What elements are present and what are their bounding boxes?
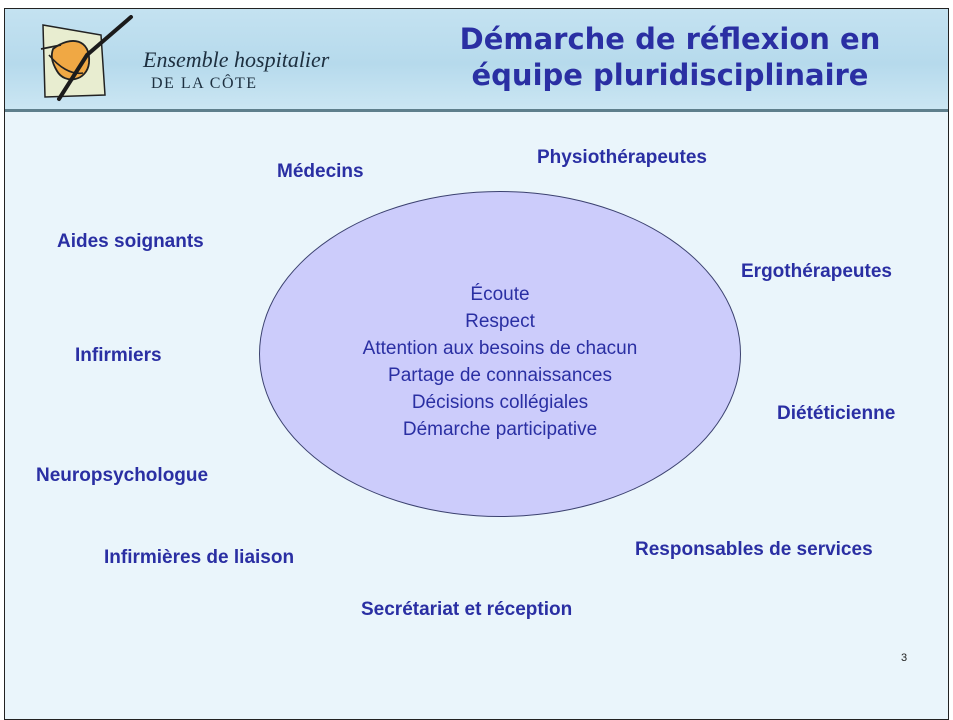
slide: Ensemble hospitalier DE LA CÔTE Démarche… (4, 8, 949, 720)
role-infirmiers: Infirmiers (75, 345, 162, 366)
org-subtitle: DE LA CÔTE (151, 75, 258, 92)
role-dieteticienne: Diététicienne (777, 403, 896, 424)
header-divider (5, 109, 948, 112)
value-item: Attention aux besoins de chacun (362, 338, 638, 359)
role-physiotherapeutes: Physiothérapeutes (537, 147, 707, 168)
value-item: Décisions collégiales (411, 392, 589, 413)
value-item: Partage de connaissances (388, 365, 612, 386)
values-ellipse (259, 191, 741, 517)
role-responsables-services: Responsables de services (635, 539, 873, 560)
values-list: Écoute Respect Attention aux besoins de … (259, 281, 741, 443)
page-number: 3 (901, 652, 908, 664)
role-ergotherapeutes: Ergothérapeutes (741, 261, 892, 282)
hospital-logo-icon (40, 15, 133, 101)
role-medecins: Médecins (277, 161, 364, 182)
title-line-1: Démarche de réflexion en (459, 22, 881, 56)
title-line-2: équipe pluridisciplinaire (471, 58, 869, 92)
value-item: Respect (465, 311, 535, 332)
value-item: Démarche participative (402, 419, 598, 440)
slide-title: Démarche de réflexion en équipe pluridis… (405, 21, 935, 93)
header-band (5, 9, 948, 109)
role-secretariat: Secrétariat et réception (361, 599, 573, 620)
role-aides-soignants: Aides soignants (57, 231, 204, 252)
role-infirmieres-liaison: Infirmières de liaison (104, 547, 295, 568)
value-item: Écoute (470, 284, 530, 305)
org-name: Ensemble hospitalier (143, 47, 330, 72)
role-neuropsychologue: Neuropsychologue (36, 465, 209, 486)
